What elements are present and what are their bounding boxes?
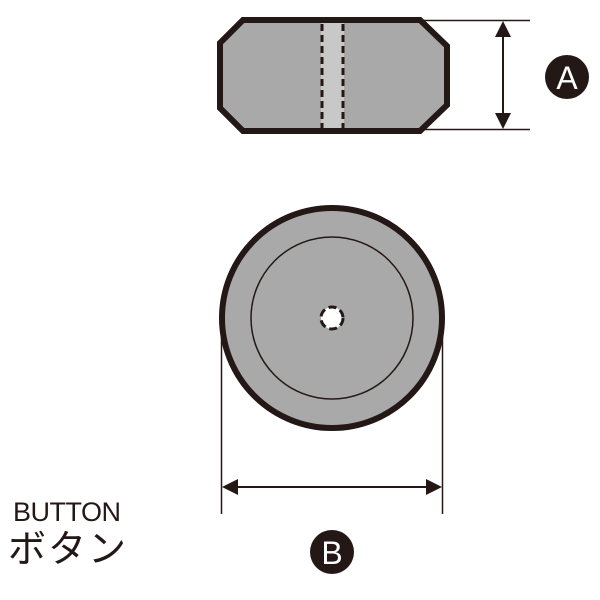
badge-b-label: B <box>321 535 342 571</box>
arrow-right-icon <box>426 479 442 495</box>
dimension-b: B <box>220 320 444 574</box>
top-view <box>219 205 445 431</box>
arrow-up-icon <box>495 21 511 37</box>
center-hole <box>321 307 343 329</box>
badge-b <box>310 530 354 574</box>
side-view <box>217 17 450 134</box>
center-hole-channel <box>321 23 344 128</box>
title-japanese: ボタン <box>8 527 129 571</box>
top-view-inner-ring <box>250 236 414 400</box>
badge-a <box>545 55 589 99</box>
arrow-down-icon <box>495 113 511 129</box>
title-english: BUTTON <box>13 497 121 527</box>
arrow-left-icon <box>222 479 238 495</box>
badge-a-label: A <box>556 60 578 96</box>
dimension-a: A <box>424 19 589 131</box>
center-hole-dashed-outline <box>319 305 345 331</box>
